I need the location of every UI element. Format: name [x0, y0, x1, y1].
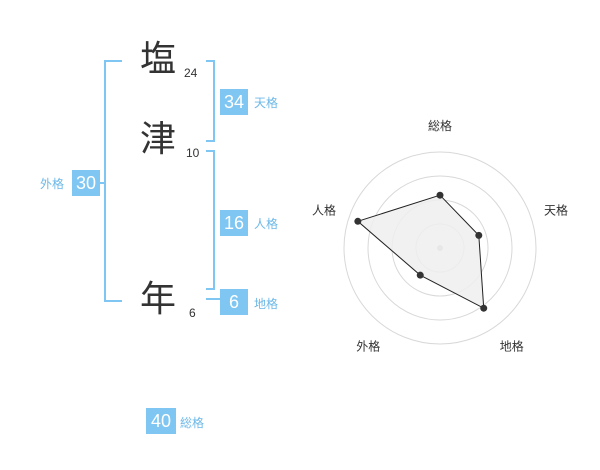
- radar-point-2: [480, 304, 488, 312]
- radar-point-0: [436, 191, 444, 199]
- gaikaku-bracket: [104, 60, 122, 302]
- radar-area: [354, 191, 488, 312]
- soukaku-label: 総格: [180, 416, 205, 430]
- jinkaku-bracket: [206, 150, 215, 290]
- chikaku-connector: [206, 298, 220, 300]
- radar-axis-label-2: 地格: [500, 339, 524, 354]
- gaikaku-value: 30: [72, 170, 100, 196]
- stroke-count-2: 10: [186, 146, 200, 160]
- gaikaku-connector: [98, 182, 104, 184]
- name-char-3: 年: [140, 279, 177, 320]
- jinkaku-value: 16: [220, 210, 248, 236]
- radar-axis-label-0: 総格: [428, 118, 452, 133]
- tenkaku-value: 34: [220, 89, 248, 115]
- radar-point-4: [354, 217, 362, 225]
- name-char-1: 塩: [140, 39, 177, 80]
- chikaku-value: 6: [220, 289, 248, 315]
- radar-ring-3: [367, 175, 513, 321]
- gaikaku-label: 外格: [40, 177, 65, 191]
- soukaku-value: 40: [146, 408, 176, 434]
- radar-axis-label-1: 天格: [544, 202, 568, 217]
- chikaku-label: 地格: [254, 297, 279, 311]
- stroke-count-1: 24: [184, 66, 198, 80]
- tenkaku-bracket: [206, 60, 215, 142]
- radar-point-3: [416, 271, 424, 279]
- jinkaku-label: 人格: [254, 217, 279, 231]
- radar-ring-4: [343, 151, 537, 345]
- radar-axis-label-4: 人格: [312, 202, 336, 217]
- radar-polygon: [356, 194, 485, 310]
- name-char-2: 津: [140, 119, 177, 160]
- radar-point-1: [475, 231, 483, 239]
- tenkaku-label: 天格: [254, 96, 279, 110]
- radar-axis-label-3: 外格: [356, 339, 380, 354]
- stroke-count-3: 6: [189, 306, 196, 320]
